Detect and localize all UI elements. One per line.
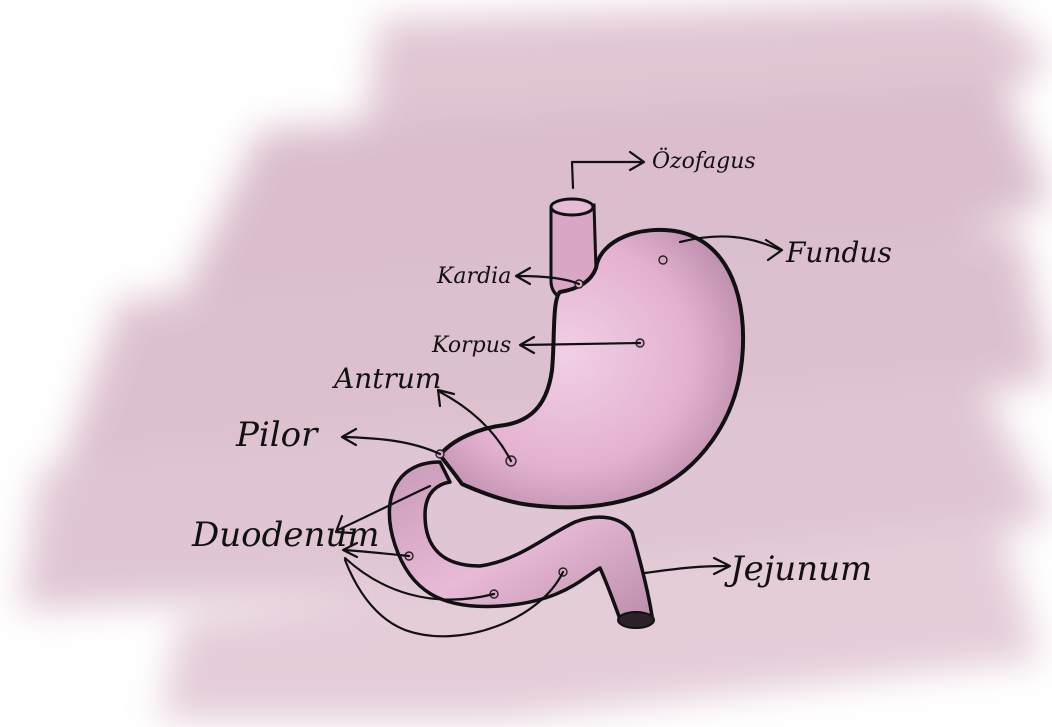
background-brush-strokes	[20, 0, 1052, 720]
label-duodenum: Duodenum	[191, 515, 380, 555]
label-kardia: Kardia	[436, 264, 511, 289]
label-fundus: Fundus	[785, 236, 892, 269]
label-jejunum: Jejunum	[724, 549, 872, 589]
label-korpus: Korpus	[431, 333, 511, 358]
label-antrum: Antrum	[331, 362, 441, 395]
label-ozofagus: Özofagus	[652, 147, 756, 174]
label-pilor: Pilor	[235, 415, 319, 455]
